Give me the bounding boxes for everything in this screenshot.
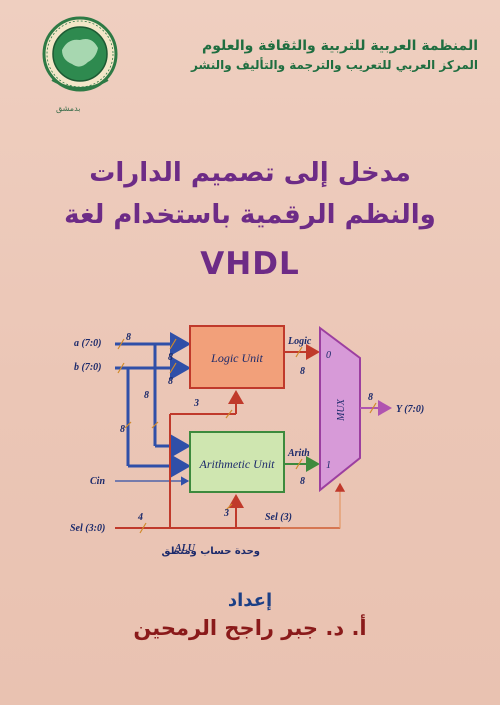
author-name: أ. د. جبر راجح الرمحين [133, 616, 367, 640]
width-logic-label: 8 [300, 366, 305, 377]
alu-arabic-label: وحدة حساب ومنطق [162, 546, 261, 557]
book-title-line3: VHDL [200, 246, 300, 282]
width-y-label: 8 [368, 392, 373, 403]
wire-a [115, 332, 191, 458]
alu-diagram: Logic Unit Arithmetic Unit MUX 0 1 [70, 325, 424, 557]
logic-unit-label: Logic Unit [210, 351, 263, 365]
mux-input-0: 0 [326, 350, 331, 361]
mux-block [319, 326, 361, 493]
book-title-line1: مدخل إلى تصميم الدارات [89, 158, 411, 188]
organization-logo [42, 16, 118, 92]
width-a-label: 8 [126, 332, 131, 343]
width-b2-label: 8 [144, 390, 149, 401]
input-a-label: a (7:0) [74, 338, 102, 349]
organization-header: المنظمة العربية للتربية والثقافة والعلوم… [178, 36, 478, 74]
arith-output-label: Arith [287, 448, 310, 459]
mux-input-1: 1 [326, 460, 331, 471]
logic-unit-box [189, 325, 285, 389]
width-b-label: 8 [168, 376, 173, 387]
org-name: المنظمة العربية للتربية والثقافة والعلوم [201, 38, 478, 54]
input-b-label: b (7:0) [74, 362, 102, 373]
wire-b [115, 356, 191, 478]
wire-sel3 [280, 482, 346, 529]
input-cin-label: Cin [90, 476, 105, 487]
org-subname: المركز العربي للتعريب والترجمة والتأليف … [191, 58, 478, 72]
width-a2-label: 8 [168, 352, 173, 363]
width-arith-label: 8 [300, 476, 305, 487]
arith-unit-box [189, 431, 285, 493]
alu-label: ALU [174, 543, 196, 554]
arith-unit-label: Arithmetic Unit [199, 457, 276, 471]
width-sel-logic-label: 3 [193, 398, 199, 409]
sel3-label: Sel (3) [265, 512, 292, 523]
logic-output-label: Logic [287, 336, 312, 347]
mux-label: MUX [336, 398, 347, 422]
prepared-by-label: إعداد [227, 590, 273, 611]
width-sel-arith-label: 3 [223, 508, 229, 519]
width-b3-label: 8 [120, 424, 125, 435]
output-y-label: Y (7:0) [396, 404, 424, 415]
book-title-line2: والنظم الرقمية باستخدام لغة [64, 200, 436, 230]
width-sel-label: 4 [137, 512, 143, 523]
input-sel-label: Sel (3:0) [70, 523, 105, 534]
city-label: بدمشق [56, 104, 81, 113]
